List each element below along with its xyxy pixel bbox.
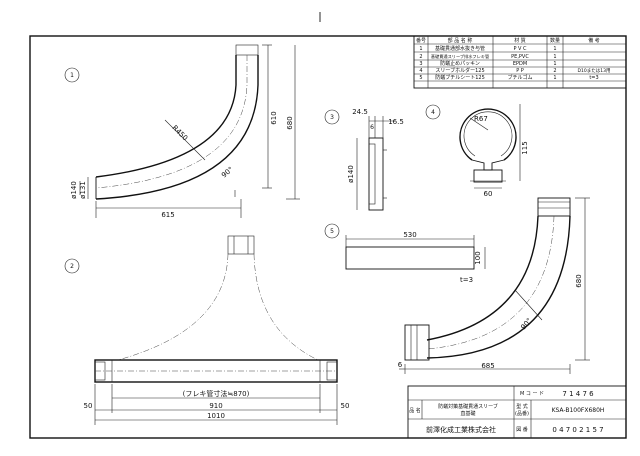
view-1-dim-d131: ø131 — [79, 181, 87, 199]
parts-row-4-material: P P — [516, 68, 524, 74]
view-1-elbow: 1 ø140 ø131 R450 90° 615 610 680 — [64, 44, 300, 219]
parts-row-2-name: 基礎貫通スリーブ排水フレキ管 — [431, 53, 489, 60]
parts-row-1-qty: 1 — [553, 46, 556, 52]
parts-row-5-no: 5 — [419, 75, 422, 81]
view-2-number: 2 — [70, 263, 74, 270]
model-label-2: (品番) — [515, 410, 529, 417]
iso-dim-6: 6 — [398, 361, 403, 369]
iso-dim-685: 685 — [481, 362, 494, 370]
view-1-dim-615: 615 — [161, 211, 174, 219]
parts-row-5-remarks: t=3 — [589, 75, 598, 81]
view-4-dim-60: 60 — [484, 190, 493, 198]
parts-row-4-remarks: D10または13用 — [578, 68, 611, 74]
view-3-number: 3 — [330, 114, 334, 121]
view-3-dim-6: 6 — [370, 124, 374, 131]
model-number: KSA-B100FX680H — [552, 407, 605, 414]
parts-header-qty: 数量 — [550, 37, 560, 44]
parts-row-5-qty: 1 — [553, 75, 556, 81]
view-1-number: 1 — [70, 72, 74, 79]
iso-dim-angle: 90° — [519, 317, 533, 332]
drawing-number: 0 4 7 0 2 1 5 7 — [552, 426, 603, 434]
view-4-holder: 4 R67 115 60 — [425, 104, 529, 198]
parts-row-2-qty: 1 — [553, 54, 556, 60]
parts-row-2-no: 2 — [419, 54, 422, 60]
parts-row-5-name: 防蟻ブチルシート125 — [435, 74, 485, 81]
name-label: 品 名 — [409, 407, 421, 414]
view-3-packing: 3 24.5 6 16.5 ø140 — [324, 108, 404, 211]
parts-header-name: 部 品 名 称 — [448, 37, 473, 44]
drawing-frame — [29, 35, 627, 439]
parts-header-remarks: 備 考 — [588, 37, 600, 44]
parts-row-1-no: 1 — [419, 46, 422, 52]
view-5-sheet: 5 530 100 t=3 — [324, 223, 486, 284]
view-2-dim-50-left: 50 — [84, 402, 93, 410]
parts-header-material: 材 質 — [514, 37, 526, 44]
mcode-label: M コ ー ド — [520, 391, 544, 397]
view-5-dim-530: 530 — [403, 231, 416, 239]
view-2-dim-910: 910 — [209, 402, 222, 410]
parts-row-1-material: P V C — [513, 46, 527, 52]
parts-row-4-name: スリーブホルダー125 — [435, 67, 484, 74]
parts-row-1-name: 基礎貫通部水抜き与管 — [435, 45, 485, 52]
model-label-1: 型 式 — [516, 403, 528, 410]
title-block: M コ ー ド 7 1 4 7 6 品 名 防蟻対策基礎貫通スリーブ 直基礎 型… — [407, 385, 627, 439]
view-2-tee: 2 (フレキ管寸法≒870) 910 1010 50 50 — [64, 235, 350, 425]
iso-dim-680: 680 — [575, 274, 583, 287]
parts-row-4-qty: 2 — [553, 68, 556, 74]
view-5-dim-100: 100 — [474, 251, 482, 264]
view-1-dim-610: 610 — [270, 111, 278, 124]
view-4-number: 4 — [431, 109, 435, 116]
parts-row-4-no: 4 — [419, 68, 422, 74]
view-1-dim-angle: 90° — [220, 165, 235, 179]
product-name-line-2: 直基礎 — [460, 410, 475, 417]
view-3-dim-24-5: 24.5 — [352, 108, 368, 116]
mcode-value: 7 1 4 7 6 — [562, 390, 594, 398]
isometric-assembly: 680 685 6 90° — [398, 197, 590, 374]
view-5-number: 5 — [330, 228, 334, 235]
view-3-dim-d140: ø140 — [347, 165, 355, 183]
view-5-dim-t3: t=3 — [460, 276, 473, 284]
parts-table: 番号 部 品 名 称 材 質 数量 備 考 1 基礎貫通部水抜き与管 P V C… — [413, 35, 627, 89]
product-name-line-1: 防蟻対策基礎貫通スリーブ — [438, 403, 498, 410]
parts-header-no: 番号 — [416, 37, 426, 44]
view-3-dim-16-5: 16.5 — [388, 118, 404, 126]
parts-row-2-material: PE,PVC — [511, 54, 529, 60]
view-1-dim-r450: R450 — [171, 124, 190, 143]
drawing-label: 図 番 — [516, 426, 528, 433]
view-4-dim-r67: R67 — [474, 115, 488, 123]
company-name: 前澤化成工業株式会社 — [426, 425, 496, 434]
view-4-dim-115: 115 — [521, 141, 529, 154]
parts-row-3-no: 3 — [419, 61, 422, 67]
view-2-dim-flex: (フレキ管寸法≒870) — [183, 389, 250, 398]
view-2-dim-1010: 1010 — [207, 412, 225, 420]
view-1-dim-d140: ø140 — [70, 181, 78, 199]
parts-row-3-material: EPDM — [513, 61, 527, 67]
parts-row-3-qty: 1 — [553, 61, 556, 67]
parts-row-5-material: ブチルゴム — [508, 74, 533, 81]
view-1-dim-680: 680 — [286, 116, 294, 129]
view-2-dim-50-right: 50 — [341, 402, 350, 410]
parts-row-3-name: 防蟻止めパッキン — [440, 60, 480, 67]
